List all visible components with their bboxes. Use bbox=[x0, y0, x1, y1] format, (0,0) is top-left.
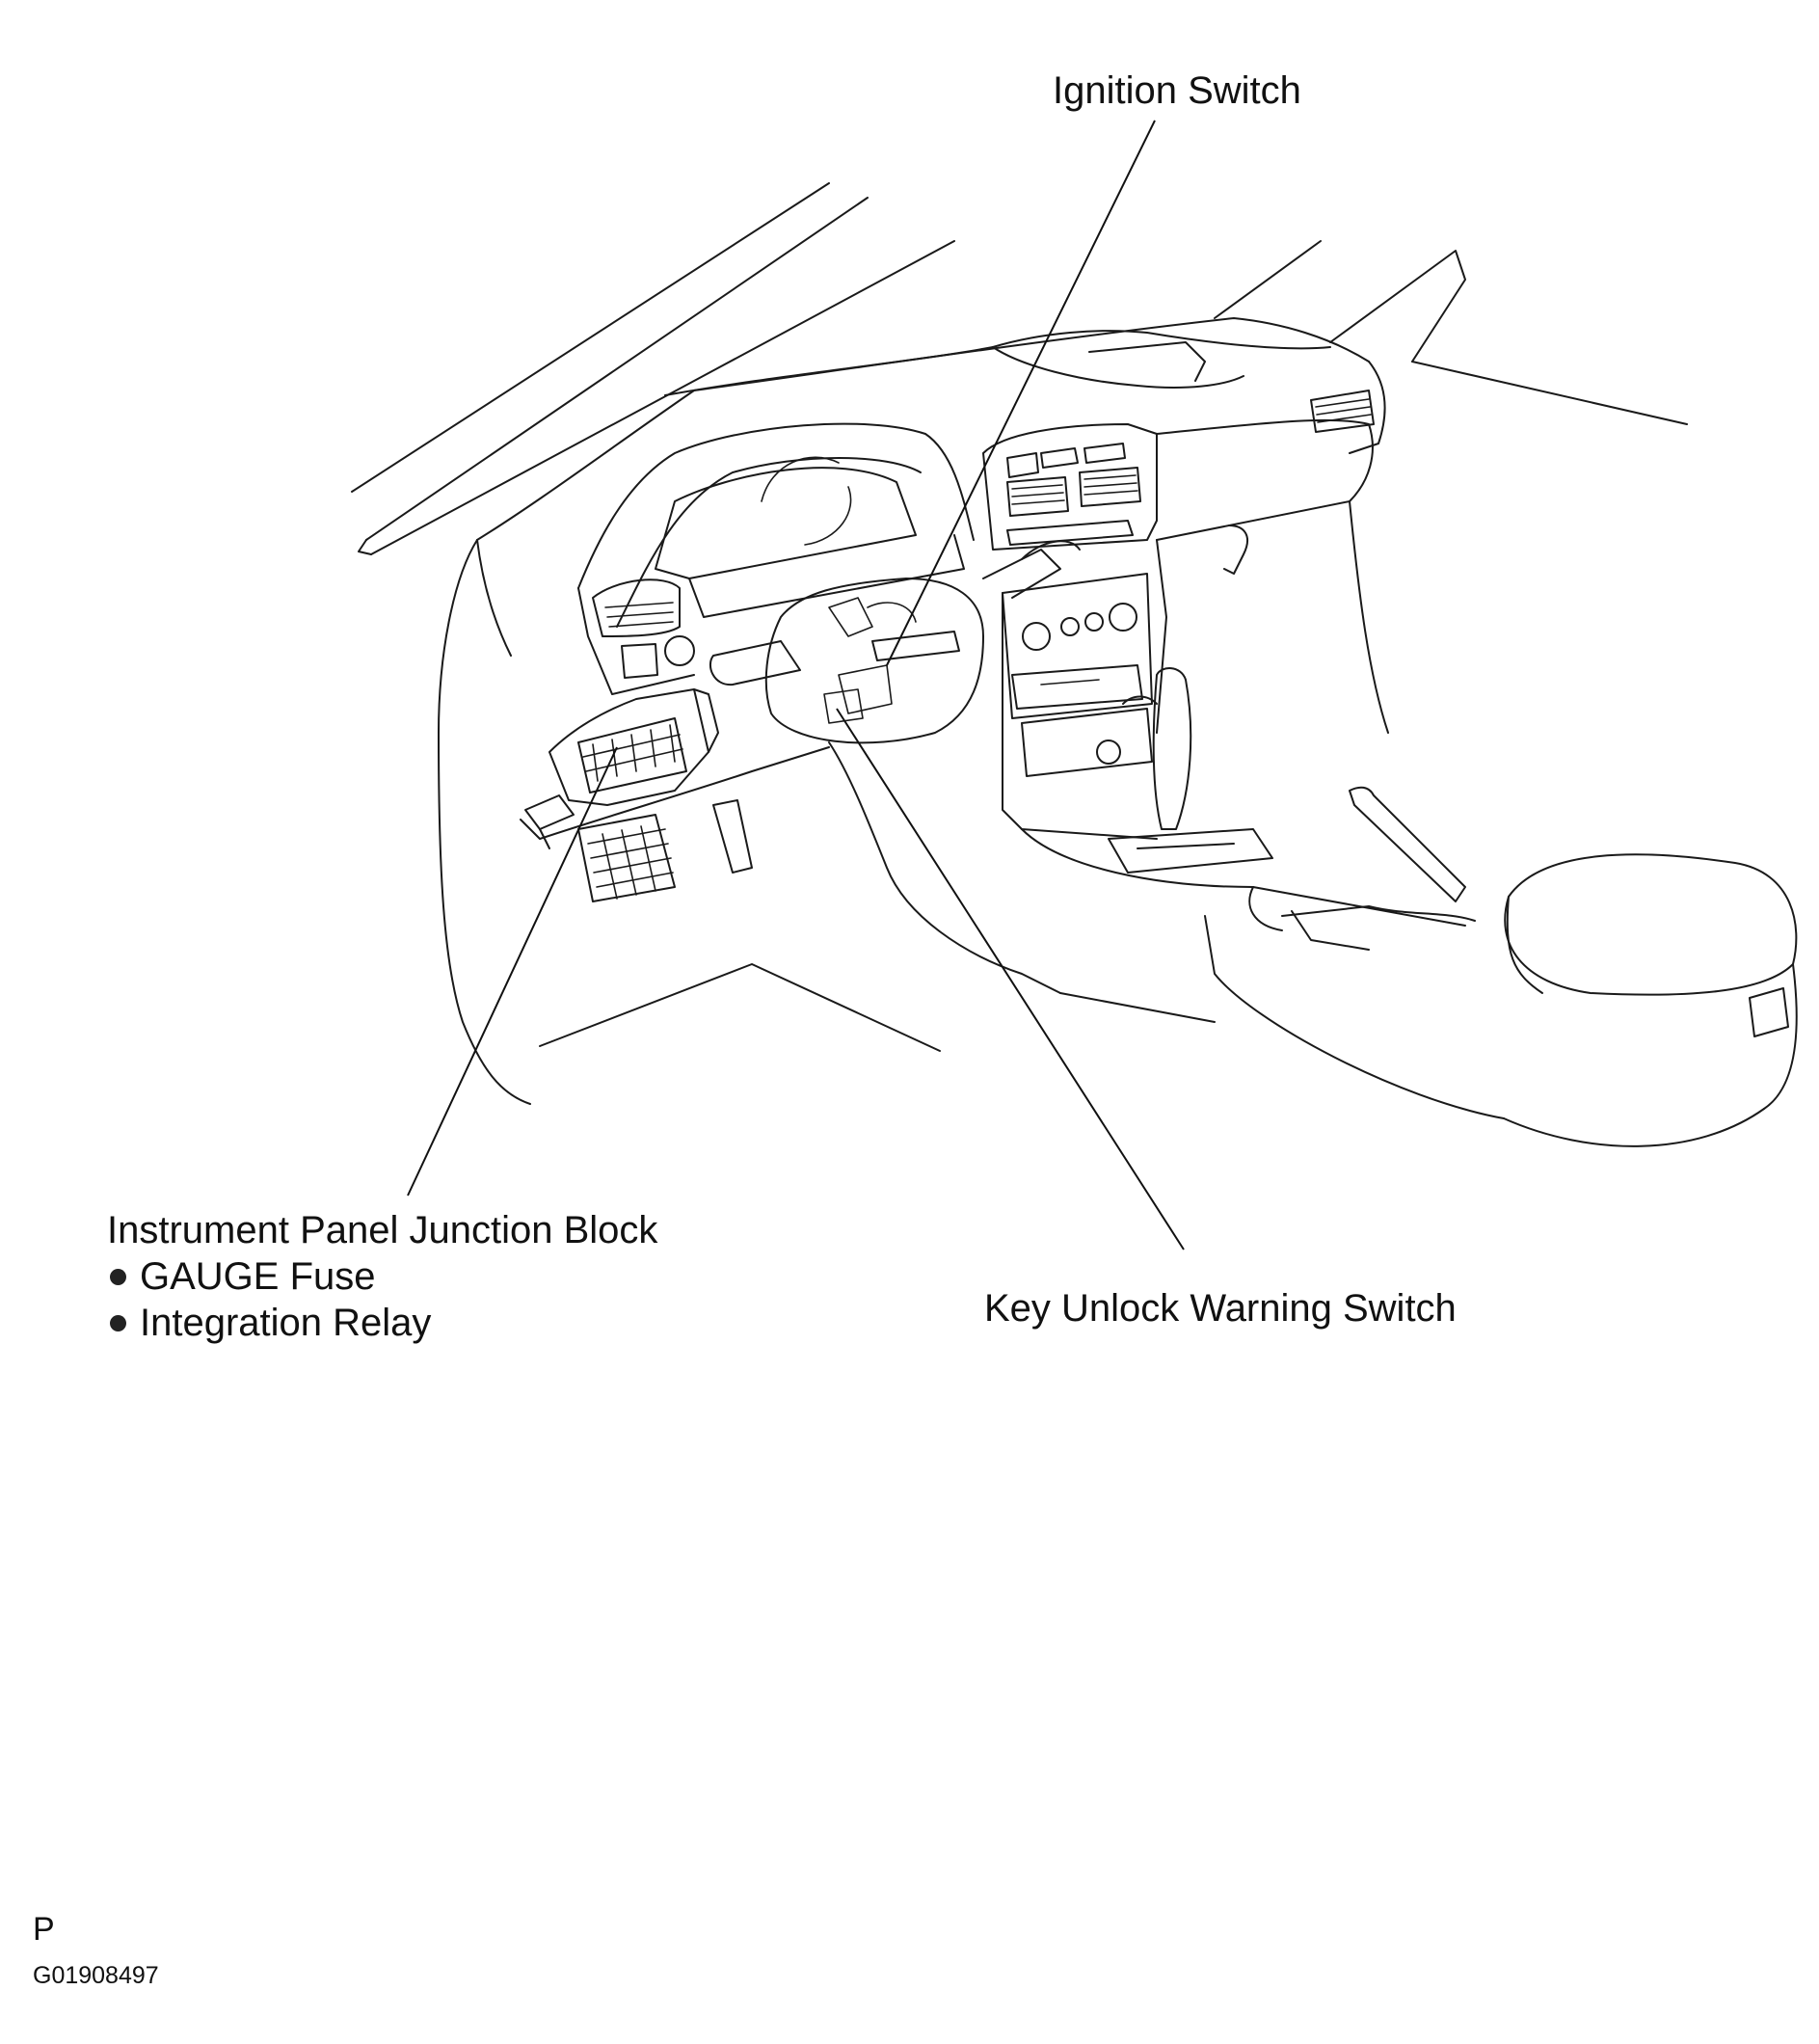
shift-console bbox=[1021, 667, 1505, 1119]
integration-relay-item: Integration Relay bbox=[107, 1300, 657, 1346]
bullet-icon bbox=[110, 1314, 126, 1331]
page-letter: P bbox=[33, 1911, 55, 1948]
parking-brake bbox=[1281, 786, 1476, 951]
leader-lines bbox=[407, 120, 1185, 1251]
armrest bbox=[1503, 853, 1798, 1147]
key-unlock-leader bbox=[836, 708, 1185, 1251]
integration-relay-text: Integration Relay bbox=[140, 1302, 432, 1344]
right-dash bbox=[1156, 390, 1389, 734]
left-dash-vent bbox=[577, 578, 695, 695]
lower-dash bbox=[438, 539, 1216, 1105]
pedals bbox=[577, 799, 753, 902]
junction-block-leader bbox=[407, 746, 618, 1197]
gauge-fuse-item: GAUGE Fuse bbox=[107, 1253, 657, 1300]
center-stack bbox=[982, 423, 1158, 840]
key-unlock-warning-switch-text: Key Unlock Warning Switch bbox=[984, 1287, 1457, 1330]
instrument-cluster bbox=[577, 422, 975, 628]
windshield-lines bbox=[351, 182, 1688, 555]
bullet-icon bbox=[110, 1268, 126, 1285]
junction-block-callout: Instrument Panel Junction Block GAUGE Fu… bbox=[107, 1207, 657, 1346]
junction-block-drawing bbox=[524, 688, 719, 849]
figure-code: G01908497 bbox=[33, 1962, 159, 1989]
ignition-switch-leader bbox=[886, 120, 1156, 666]
ignition-switch-text: Ignition Switch bbox=[1053, 69, 1301, 112]
dashboard-top bbox=[476, 317, 1386, 541]
key-unlock-warning-switch-label: Key Unlock Warning Switch bbox=[984, 1285, 1457, 1331]
steering-column bbox=[709, 540, 1081, 744]
gauge-fuse-text: GAUGE Fuse bbox=[140, 1255, 376, 1298]
ignition-switch-label: Ignition Switch bbox=[1053, 67, 1301, 114]
junction-block-title: Instrument Panel Junction Block bbox=[107, 1209, 658, 1251]
